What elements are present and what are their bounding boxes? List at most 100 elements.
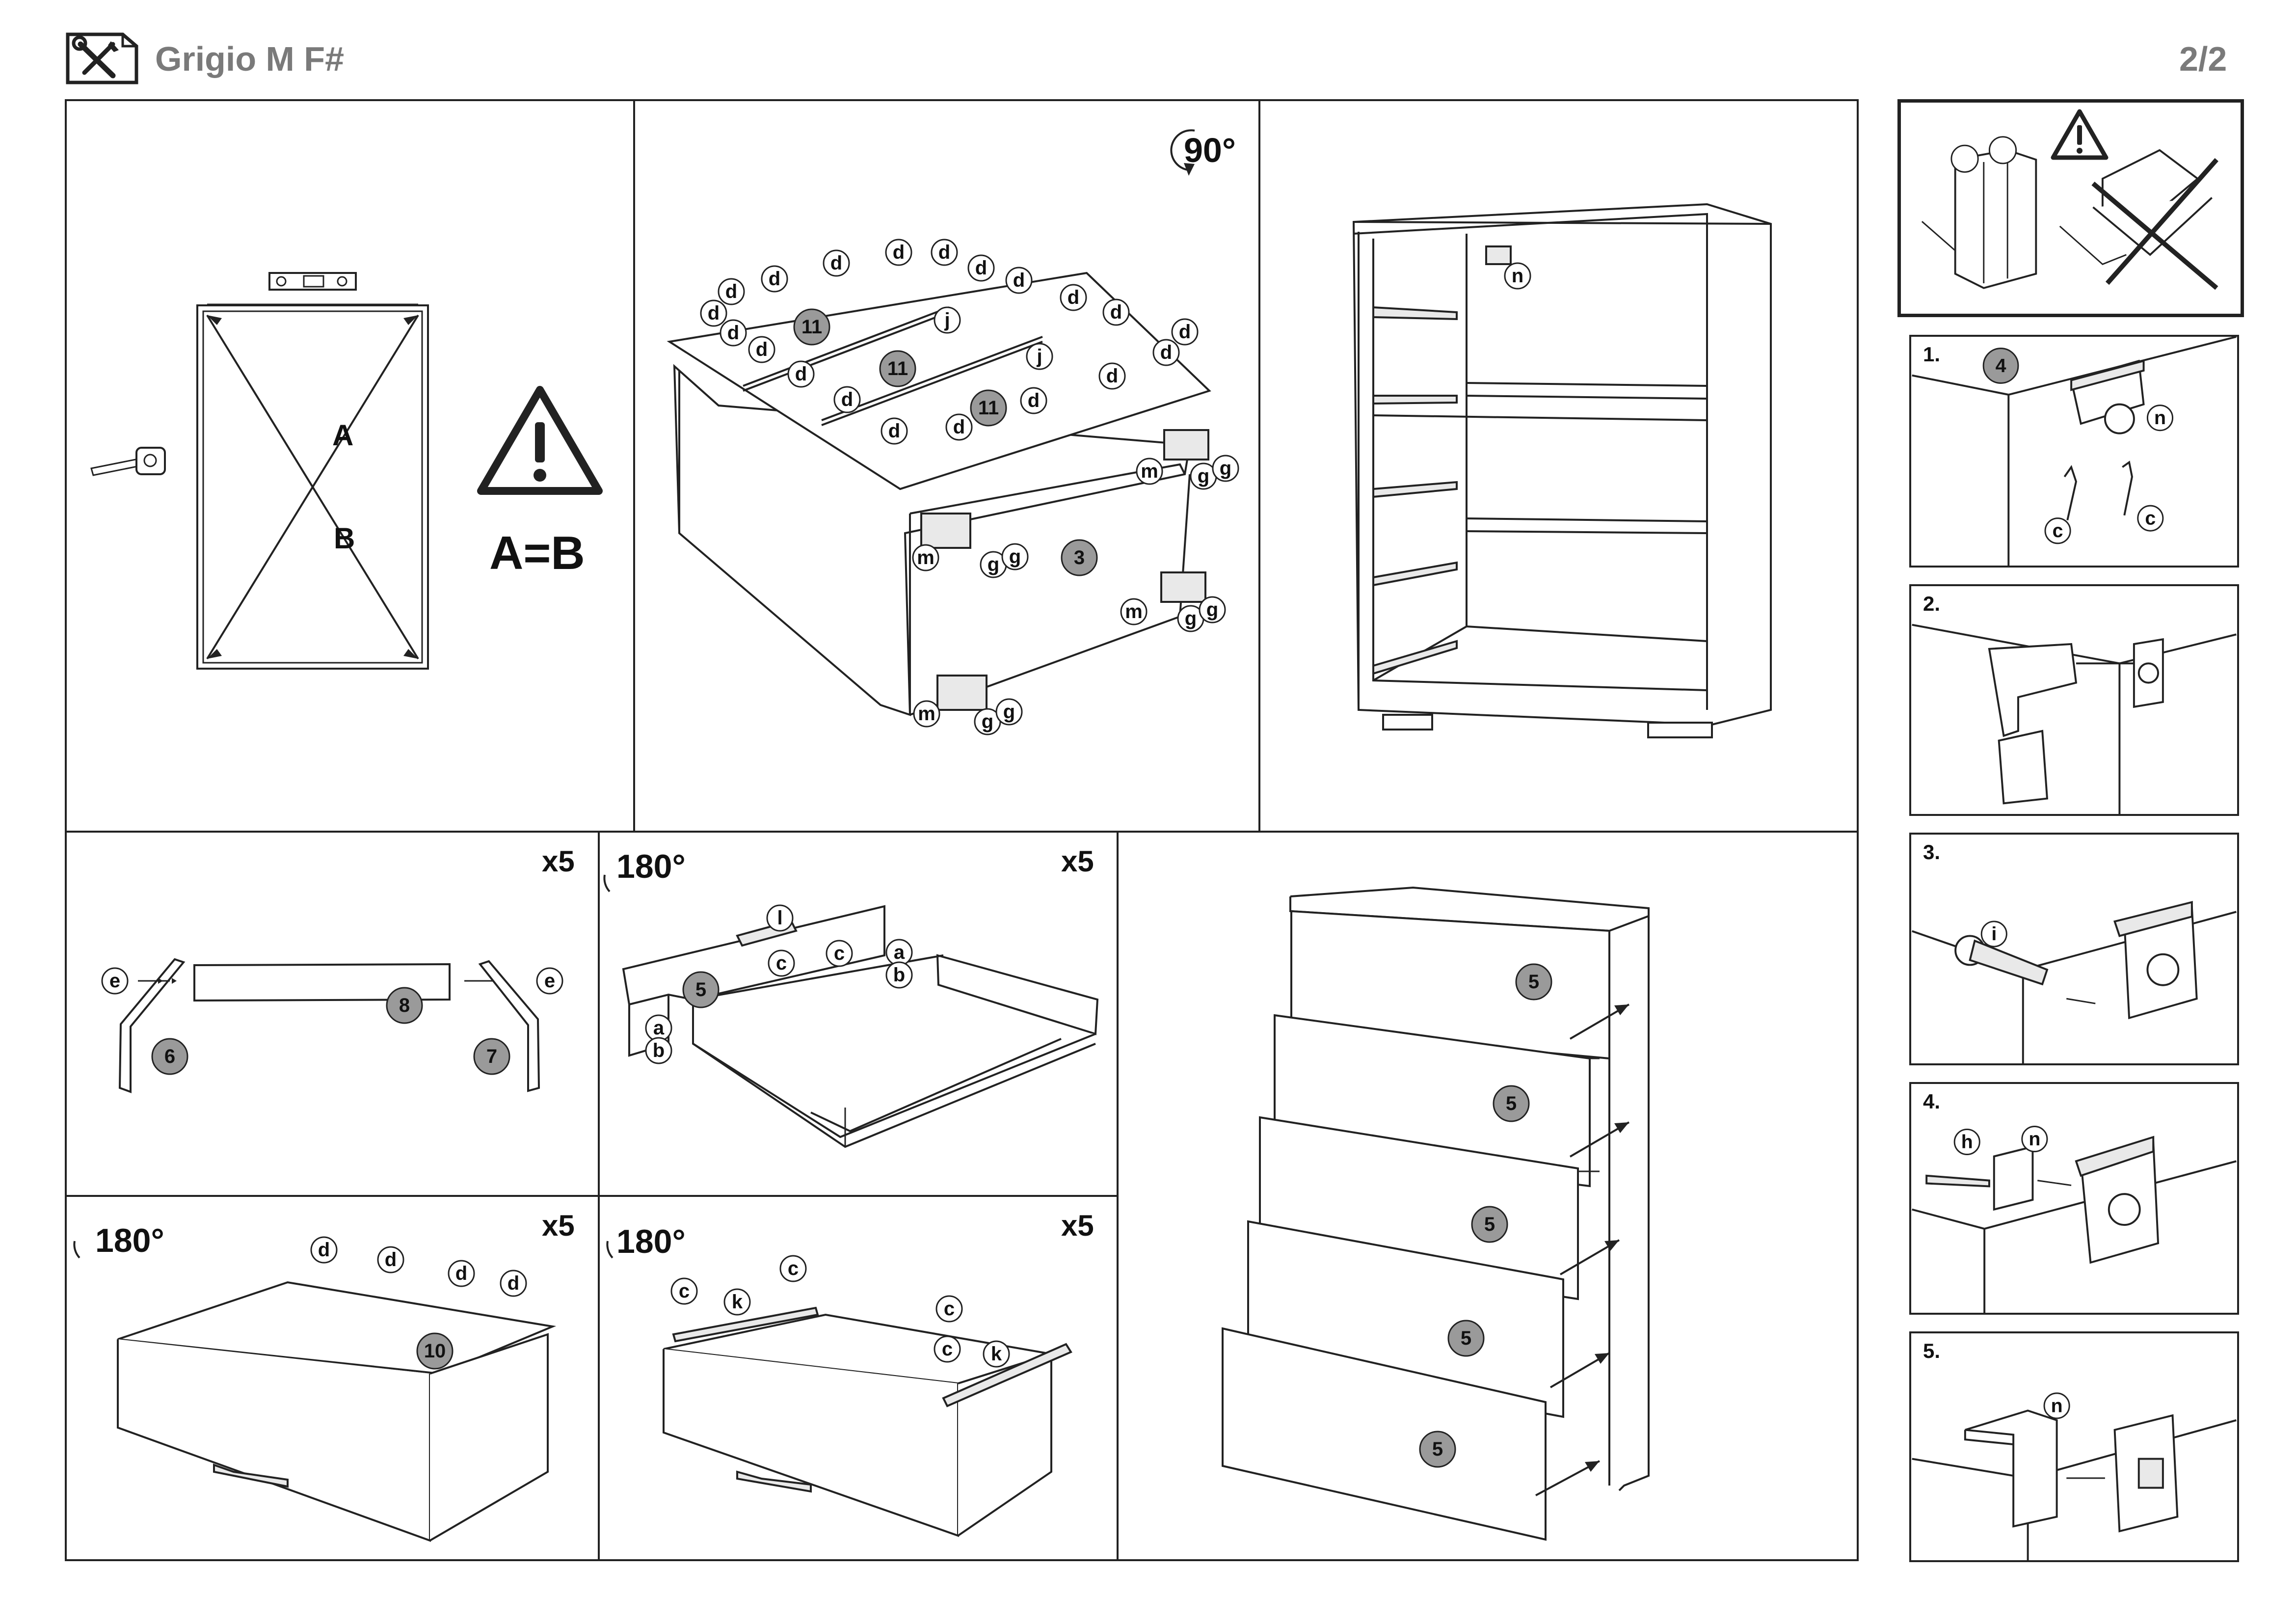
svg-text:g: g [1198, 465, 1209, 487]
step-label: 4. [1923, 1090, 1941, 1113]
svg-text:a: a [894, 942, 905, 963]
multiplier-label: x5 [1061, 1209, 1094, 1242]
hardware-c: c [935, 1295, 963, 1323]
svg-text:11: 11 [887, 358, 908, 379]
hardware-d: d [931, 239, 958, 266]
hardware-g: g [1199, 596, 1226, 623]
divider [633, 99, 635, 833]
svg-text:g: g [988, 554, 999, 575]
diagonal-label-b: B [334, 522, 355, 555]
panel-step-1: 4 n c c 1. [1909, 335, 2239, 568]
svg-text:g: g [1220, 458, 1231, 479]
hardware-d: d [748, 336, 775, 363]
part-6: 6 [151, 1038, 188, 1075]
hardware-d: d [1060, 284, 1087, 311]
panel-step-2: 2. [1909, 584, 2239, 816]
svg-text:m: m [1141, 460, 1158, 482]
svg-text:d: d [1110, 301, 1122, 323]
svg-text:e: e [544, 970, 555, 992]
hardware-d: d [310, 1236, 338, 1264]
part-5: 5 [1515, 963, 1552, 1001]
hardware-d: d [881, 417, 908, 445]
hardware-n: n [2146, 405, 2174, 432]
svg-text:d: d [725, 281, 737, 302]
hardware-k: k [723, 1288, 751, 1316]
hardware-d: d [967, 254, 995, 282]
svg-text:d: d [769, 268, 780, 290]
hardware-h: h [1953, 1128, 1980, 1156]
svg-text:11: 11 [978, 397, 999, 419]
svg-text:d: d [385, 1249, 397, 1271]
part-10: 10 [416, 1332, 454, 1370]
svg-text:m: m [918, 703, 935, 725]
svg-text:g: g [1206, 599, 1218, 621]
hardware-c: c [768, 949, 795, 977]
rotation-label: 180° [616, 848, 686, 885]
svg-text:4: 4 [1996, 355, 2006, 377]
svg-text:b: b [893, 964, 905, 986]
part-7: 7 [473, 1038, 510, 1075]
tools-icon [65, 30, 138, 85]
svg-text:d: d [1106, 365, 1118, 387]
svg-text:g: g [1009, 546, 1021, 568]
svg-text:j: j [944, 309, 950, 331]
hardware-d: d [720, 319, 747, 347]
svg-text:10: 10 [424, 1340, 446, 1362]
hardware-i: i [1980, 920, 2007, 947]
part-4: 4 [1982, 348, 2019, 384]
hardware-c: c [2137, 505, 2164, 532]
hardware-g: g [1190, 462, 1217, 490]
hardware-j: j [1026, 343, 1053, 370]
hardware-d: d [377, 1246, 404, 1273]
svg-text:n: n [2051, 1395, 2063, 1416]
svg-text:g: g [982, 711, 993, 732]
part-5: 5 [1471, 1206, 1508, 1243]
svg-text:d: d [893, 242, 905, 263]
svg-text:c: c [2145, 508, 2156, 529]
hardware-g: g [980, 551, 1007, 578]
svg-text:c: c [944, 1298, 955, 1320]
svg-text:d: d [727, 322, 739, 344]
svg-text:d: d [1160, 342, 1172, 363]
svg-text:c: c [776, 952, 787, 974]
panel-step-3: i 3. [1909, 833, 2239, 1065]
svg-text:5: 5 [1506, 1093, 1517, 1114]
hardware-d: d [448, 1260, 475, 1287]
hardware-c: c [826, 940, 853, 967]
part-5: 5 [1447, 1320, 1485, 1357]
svg-text:7: 7 [486, 1046, 497, 1067]
hardware-m: m [912, 544, 939, 571]
panel-drawer-runners: c k c c c k 180° x5 [600, 1197, 1117, 1559]
svg-text:m: m [917, 547, 934, 568]
divider [65, 831, 1859, 833]
hardware-b: b [645, 1037, 672, 1064]
part-5: 5 [1419, 1431, 1456, 1468]
hardware-d: d [500, 1270, 527, 1297]
hardware-j: j [934, 306, 961, 334]
step-label: 3. [1923, 840, 1941, 864]
svg-text:i: i [1991, 923, 1997, 945]
svg-text:n: n [1512, 265, 1523, 287]
hardware-e: e [536, 967, 563, 995]
hardware-d: d [1098, 362, 1126, 390]
hardware-d: d [1102, 298, 1130, 326]
panel-tip-over-warning [1897, 99, 2244, 317]
step-label: 5. [1923, 1339, 1941, 1362]
manual-title: Grigio M F# [155, 40, 344, 78]
svg-text:b: b [653, 1040, 665, 1061]
part-11: 11 [970, 389, 1007, 427]
hardware-d: d [1020, 387, 1047, 414]
spirit-level-icon [268, 272, 357, 291]
panel-drawer-frame: 5 l c c a b a b 180° x5 [600, 833, 1117, 1195]
hardware-n: n [2043, 1392, 2070, 1419]
part-5: 5 [1493, 1085, 1530, 1122]
page-number: 2/2 [2179, 40, 2227, 78]
svg-text:k: k [991, 1343, 1002, 1365]
svg-text:n: n [2029, 1128, 2040, 1150]
svg-text:5: 5 [695, 979, 706, 1001]
svg-text:d: d [1068, 287, 1079, 308]
part-5: 5 [682, 971, 720, 1008]
svg-text:d: d [318, 1239, 330, 1261]
hardware-n: n [2021, 1126, 2048, 1153]
hardware-g: g [1212, 455, 1239, 482]
